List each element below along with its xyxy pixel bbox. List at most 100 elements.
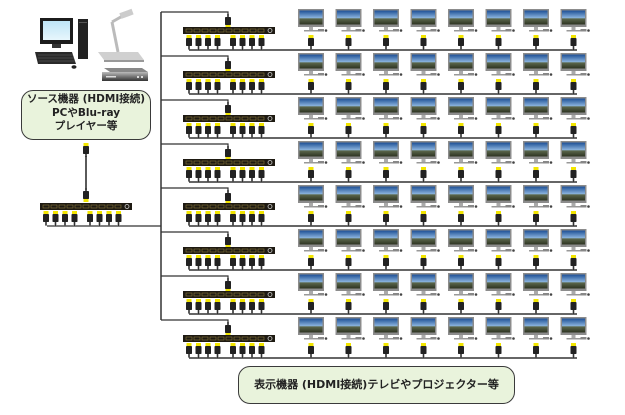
master-output-plug	[71, 211, 78, 225]
splitter-output-plug	[205, 79, 211, 93]
splitter-output-plug	[258, 167, 265, 181]
display-input-plug	[458, 79, 464, 93]
splitter-box	[182, 246, 276, 255]
source-label-line-3: プレイヤー等	[54, 120, 118, 132]
master-output-plug	[96, 211, 103, 225]
splitter-box	[182, 26, 276, 35]
display-monitor	[373, 185, 403, 226]
input-plug	[225, 146, 231, 160]
splitter-box	[182, 334, 276, 343]
cascade-splitter-row	[161, 187, 577, 227]
display-monitor	[560, 317, 590, 358]
display-monitor	[560, 229, 590, 270]
splitter-output-plug	[239, 167, 246, 181]
splitter-output-plug	[258, 79, 265, 93]
splitter-output-plug	[230, 343, 236, 357]
display-input-plug	[495, 79, 502, 93]
display-input-plug	[570, 299, 577, 313]
display-monitor	[448, 317, 478, 358]
splitter-output-plug	[186, 167, 192, 181]
display-input-plug	[308, 123, 314, 137]
master-splitter	[39, 202, 161, 227]
display-input-plug	[420, 79, 427, 93]
splitter-output-plug	[214, 123, 221, 137]
display-input-plug	[570, 167, 577, 181]
display-monitor	[560, 9, 590, 50]
splitter-output-plug	[195, 255, 202, 269]
display-input-plug	[383, 255, 389, 269]
display-monitor	[523, 185, 553, 226]
display-input-plug	[420, 211, 427, 225]
display-monitor	[485, 229, 515, 270]
display-input-plug	[308, 299, 314, 313]
splitter-output-plug	[195, 79, 202, 93]
display-monitor	[523, 53, 553, 94]
splitter-output-plug	[186, 35, 192, 49]
master-output-plug	[106, 211, 112, 225]
source-label-line-1: ソース機器 (HDMI接続)	[26, 93, 146, 105]
display-input-plug	[308, 211, 314, 225]
splitter-output-plug	[186, 79, 192, 93]
display-monitor	[335, 53, 365, 94]
display-monitor	[410, 273, 440, 314]
display-input-plug	[570, 35, 577, 49]
display-input-plug	[420, 343, 427, 357]
display-monitor	[560, 185, 590, 226]
input-plug	[225, 234, 231, 248]
display-monitor	[298, 229, 328, 270]
splitter-output-plug	[249, 299, 255, 313]
display-monitor	[373, 317, 403, 358]
splitter-output-plug	[249, 255, 255, 269]
splitter-output-plug	[239, 211, 246, 225]
splitter-output-plug	[205, 35, 211, 49]
splitter-output-plug	[205, 123, 211, 137]
splitter-output-plug	[230, 167, 236, 181]
display-input-plug	[383, 123, 389, 137]
display-monitor	[560, 53, 590, 94]
display-input-plug	[345, 255, 352, 269]
display-input-plug	[308, 343, 314, 357]
display-monitor	[448, 229, 478, 270]
splitter-output-plug	[249, 123, 255, 137]
input-plug	[225, 278, 231, 292]
splitter-output-plug	[249, 167, 255, 181]
splitter-output-plug	[230, 211, 236, 225]
splitter-output-plug	[195, 123, 202, 137]
display-input-plug	[383, 299, 389, 313]
display-input-plug	[420, 123, 427, 137]
splitter-output-plug	[214, 211, 221, 225]
master-output-plug	[87, 211, 93, 225]
display-monitor	[410, 53, 440, 94]
splitter-output-plug	[258, 343, 265, 357]
splitter-output-plug	[239, 35, 246, 49]
display-monitor	[410, 229, 440, 270]
display-monitor	[523, 9, 553, 50]
display-monitor	[560, 97, 590, 138]
display-monitor	[335, 97, 365, 138]
splitter-output-plug	[205, 211, 211, 225]
splitter-output-plug	[258, 211, 265, 225]
document-camera-icon	[98, 8, 144, 62]
display-input-plug	[383, 211, 389, 225]
display-monitor	[523, 317, 553, 358]
display-input-plug	[345, 79, 352, 93]
display-input-plug	[533, 211, 539, 225]
display-monitor	[523, 141, 553, 182]
splitter-output-plug	[214, 35, 221, 49]
display-monitor	[485, 53, 515, 94]
splitter-output-plug	[186, 299, 192, 313]
source-devices-label: ソース機器 (HDMI接続) PCやBlu-ray プレイヤー等	[21, 90, 151, 140]
cascade-splitter-row	[161, 11, 577, 51]
splitter-output-plug	[239, 255, 246, 269]
splitter-output-plug	[258, 35, 265, 49]
display-monitor	[410, 185, 440, 226]
cascade-splitter-row	[161, 231, 577, 271]
splitter-output-plug	[186, 255, 192, 269]
source-label-line-2: PCやBlu-ray	[51, 106, 121, 119]
splitter-output-plug	[205, 299, 211, 313]
display-input-plug	[458, 299, 464, 313]
display-input-plug	[570, 255, 577, 269]
display-input-plug	[458, 343, 464, 357]
display-input-plug	[533, 167, 539, 181]
